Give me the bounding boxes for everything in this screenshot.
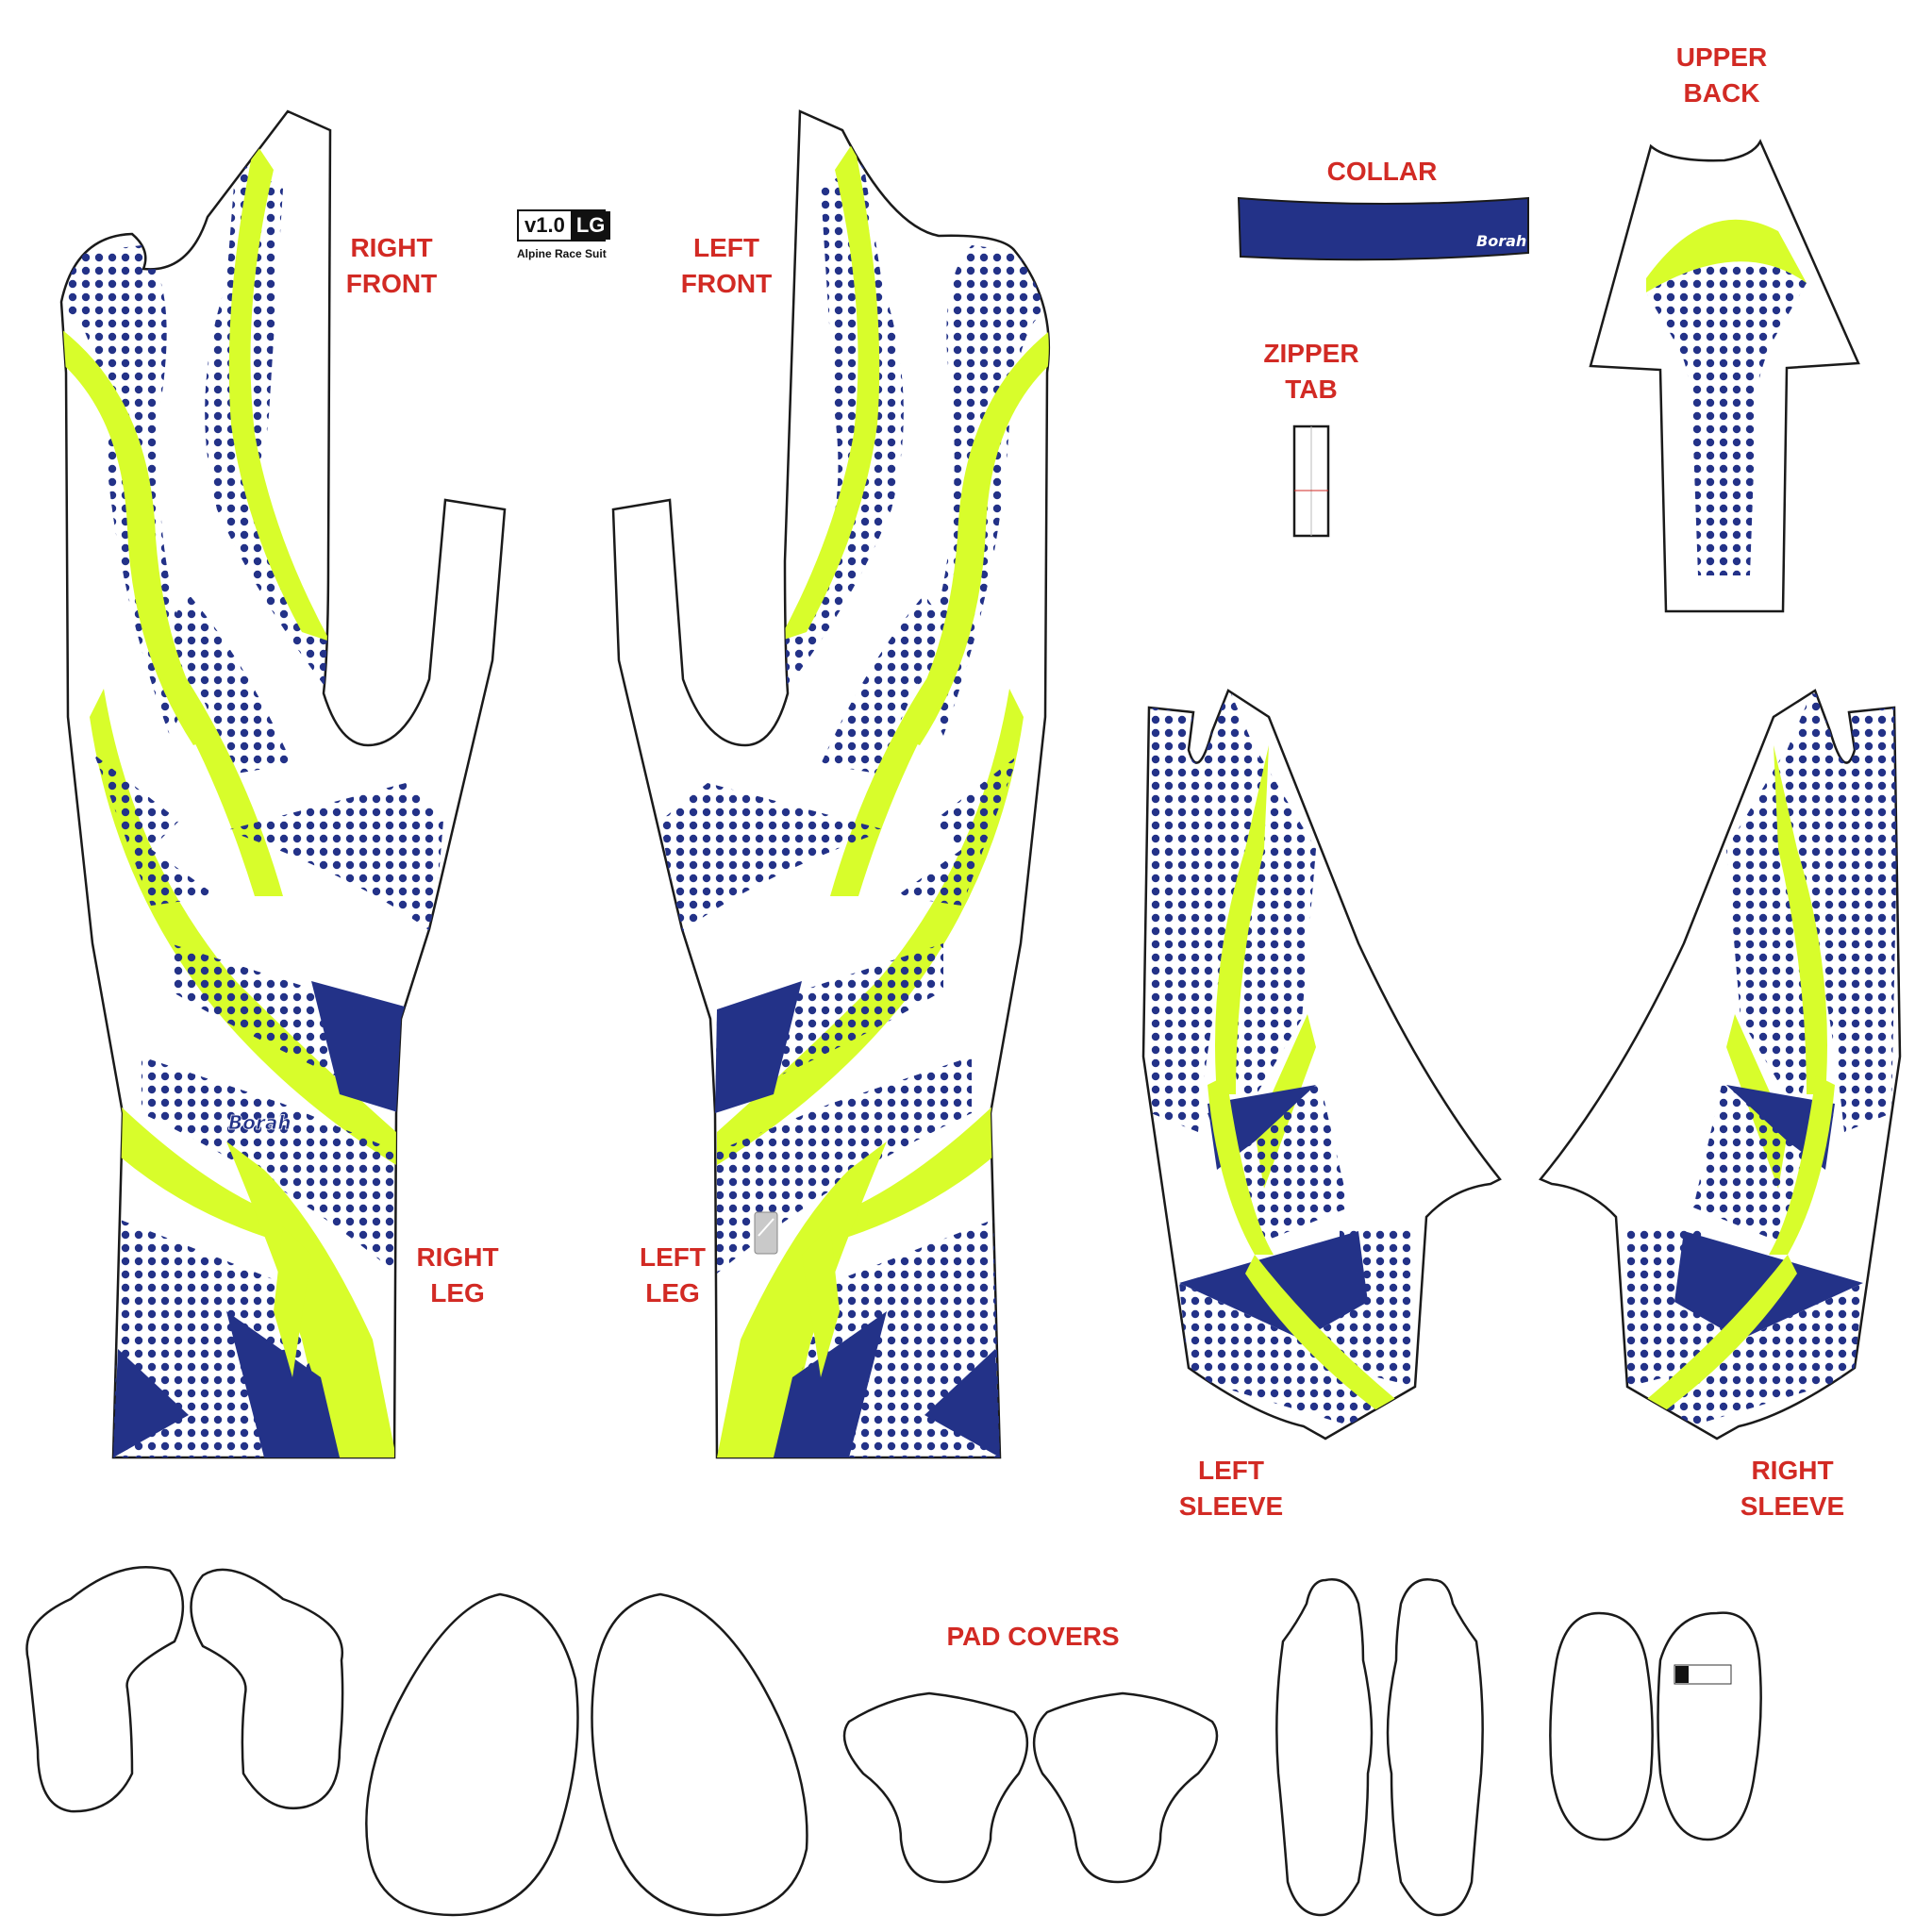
pad-cover-10 — [1657, 1611, 1762, 1841]
version-number: v1.0 — [519, 211, 571, 240]
pad-covers — [25, 1566, 1762, 1917]
label-collar: COLLAR — [1326, 157, 1438, 186]
pad-cover-3 — [365, 1592, 579, 1917]
label-left-front: LEFT FRONT — [680, 233, 773, 298]
collar-logo: Borah — [1476, 232, 1526, 250]
version-badge: v1.0 LG Alpine Race Suit — [517, 209, 611, 260]
pad-cover-7 — [1275, 1578, 1374, 1917]
collar-panel: Borah — [1237, 196, 1529, 261]
pad-cover-5 — [842, 1691, 1029, 1884]
left-sleeve-panel — [1141, 689, 1502, 1441]
certification-patch — [754, 1211, 778, 1255]
label-right-leg: RIGHT LEG — [416, 1242, 499, 1307]
size-code: LG — [570, 211, 611, 240]
label-left-sleeve: LEFT SLEEVE — [1178, 1456, 1284, 1521]
right-front-panel: Borah — [59, 109, 507, 1459]
pad-cover-6 — [1032, 1691, 1219, 1884]
label-upper-back: UPPER BACK — [1675, 42, 1768, 108]
upper-back-panel — [1589, 139, 1860, 613]
pad-cover-1 — [25, 1566, 185, 1813]
left-front-panel — [611, 109, 1051, 1459]
zipper-tab-panel — [1292, 425, 1330, 538]
pad-cover-2 — [190, 1568, 344, 1810]
right-sleeve-panel — [1538, 689, 1902, 1441]
label-right-front: RIGHT FRONT — [345, 233, 438, 298]
pad-cover-4 — [591, 1592, 808, 1917]
label-zipper-tab: ZIPPER TAB — [1263, 339, 1359, 404]
label-left-leg: LEFT LEG — [640, 1242, 706, 1307]
label-right-sleeve: RIGHT SLEEVE — [1740, 1456, 1845, 1521]
right-front-logo: Borah — [228, 1111, 291, 1134]
size-tag — [1674, 1664, 1732, 1685]
pad-cover-8 — [1386, 1578, 1484, 1917]
label-pad-covers: PAD COVERS — [946, 1622, 1120, 1651]
product-name: Alpine Race Suit — [517, 247, 607, 260]
pad-cover-9 — [1549, 1611, 1654, 1841]
